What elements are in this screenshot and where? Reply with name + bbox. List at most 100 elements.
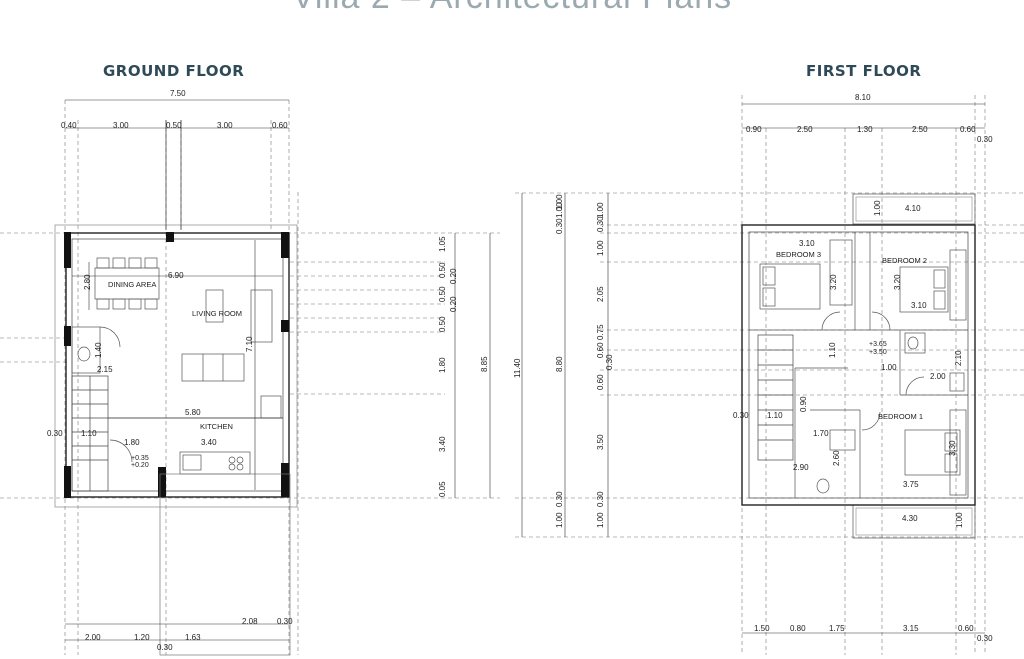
first-dim-left-a-4: 0.30 xyxy=(555,491,564,507)
first-dim-left-a-0: 0.30 xyxy=(555,218,564,234)
first-grid-lines xyxy=(515,95,1024,655)
ground-dim-inner-4: 1.40 xyxy=(94,342,103,358)
ground-dim-right-4: 0.20 xyxy=(449,296,458,312)
first-dim-left-total: 11.40 xyxy=(513,358,522,378)
first-dim-inner-19: 1.00 xyxy=(955,512,964,528)
first-level-1: +3.65 xyxy=(869,341,887,348)
first-dim-bottom-0: 1.50 xyxy=(754,624,770,633)
first-dim-inner-1: 1.00 xyxy=(873,200,882,216)
first-dim-top-total: 8.10 xyxy=(855,93,871,102)
first-dim-top-1: 2.50 xyxy=(797,125,813,134)
ground-dim-right-2: 0.20 xyxy=(449,268,458,284)
ground-dim-top-3: 3.00 xyxy=(217,121,233,130)
ground-dim-right-0: 1.05 xyxy=(438,236,447,252)
first-level-2: +3.50 xyxy=(869,349,887,356)
ground-level-2: +0.20 xyxy=(131,462,149,469)
ground-dim-right-8: 0.05 xyxy=(438,481,447,497)
first-room-bedroom-2: BEDROOM 2 xyxy=(882,256,927,265)
first-dim-inner-16: 3.75 xyxy=(903,480,919,489)
first-room-bedroom-1: BEDROOM 1 xyxy=(878,412,923,421)
ground-dim-right-6: 1.80 xyxy=(438,357,447,373)
first-dim-left-b-7: 0.60 xyxy=(596,374,605,390)
ground-dim-bottom-3: 1.63 xyxy=(185,633,201,642)
ground-level-1: +0.35 xyxy=(131,455,149,462)
ground-grid-lines xyxy=(0,100,500,655)
first-dim-left-a-3: 8.80 xyxy=(555,356,564,372)
ground-dim-top-1: 3.00 xyxy=(113,121,129,130)
ground-dim-inner-3: 5.80 xyxy=(185,408,201,417)
bed-bedroom-2 xyxy=(899,266,949,313)
sofa xyxy=(250,289,273,343)
first-dim-bottom-1: 0.80 xyxy=(790,624,806,633)
first-dim-top-2: 1.30 xyxy=(857,125,873,134)
first-dim-inner-10: 0.30 xyxy=(733,411,749,420)
ground-dim-bottom-0: 2.00 xyxy=(85,633,101,642)
ground-room-kitchen: KITCHEN xyxy=(200,422,233,431)
first-dim-inner-3: 3.20 xyxy=(829,274,838,290)
ground-dim-top-0: 0.40 xyxy=(61,121,77,130)
ground-dim-top-4: 0.60 xyxy=(272,121,288,130)
ground-dim-inner-9: 0.30 xyxy=(47,429,63,438)
first-dim-inner-14: 2.60 xyxy=(832,450,841,466)
ground-dim-bottom-1: 1.20 xyxy=(134,633,150,642)
first-dim-left-b-6: 0.30 xyxy=(605,354,614,370)
first-dim-left-b-2: 1.00 xyxy=(596,240,605,256)
first-dim-top-0: 0.90 xyxy=(746,125,762,134)
first-dim-inner-12: 0.90 xyxy=(799,396,808,412)
first-dim-bottom-3: 3.15 xyxy=(903,624,919,633)
ground-dim-right-total: 8.85 xyxy=(480,356,489,372)
dining-table xyxy=(94,267,160,300)
ground-dim-top-total: 7.50 xyxy=(170,89,186,98)
ground-room-living: LIVING ROOM xyxy=(192,309,242,318)
first-dim-top-right: 0.30 xyxy=(977,135,993,144)
first-room-bedroom-3: BEDROOM 3 xyxy=(776,250,821,259)
ground-dim-bottom-2: 0.30 xyxy=(157,643,173,652)
first-floor-plan xyxy=(515,95,1024,655)
first-dim-inner-5: 3.10 xyxy=(911,301,927,310)
first-dim-left-a-2: 1.00 xyxy=(555,194,564,210)
ground-dim-right-3: 0.50 xyxy=(438,286,447,302)
bed-bedroom-1 xyxy=(904,429,961,476)
first-dim-left-b-4: 0.75 xyxy=(596,324,605,340)
ground-floor-heading: GROUND FLOOR xyxy=(103,62,245,80)
first-dim-left-b-1: 0.30 xyxy=(596,216,605,232)
page-title: Villa 2 – Architectural Plans xyxy=(0,0,1024,17)
first-dim-inner-6: 1.10 xyxy=(828,342,837,358)
first-dim-left-b-8: 3.50 xyxy=(596,434,605,450)
ground-dim-inner-6: 1.80 xyxy=(124,438,140,447)
first-dim-bottom-2: 1.75 xyxy=(829,624,845,633)
first-dim-left-b-9: 0.30 xyxy=(596,491,605,507)
first-dim-left-a-5: 1.00 xyxy=(555,512,564,528)
first-dim-left-b-10: 1.00 xyxy=(596,512,605,528)
ground-dim-inner-7: 3.40 xyxy=(201,438,217,447)
first-dim-top-4: 0.60 xyxy=(960,125,976,134)
first-dim-left-b-0: 1.00 xyxy=(596,202,605,218)
ground-dim-inner-2: 7.10 xyxy=(245,336,254,352)
ground-dim-right-7: 3.40 xyxy=(438,436,447,452)
ground-dim-right-5: 0.50 xyxy=(438,316,447,332)
first-dim-inner-8: 1.00 xyxy=(881,363,897,372)
first-dim-top-3: 2.50 xyxy=(912,125,928,134)
ground-dim-right-1: 0.50 xyxy=(438,262,447,278)
first-dim-left-b-3: 2.05 xyxy=(596,286,605,302)
ground-dim-inner-8: 1.10 xyxy=(81,429,97,438)
ground-dim-inner-0: 6.90 xyxy=(168,271,184,280)
first-dim-left-b-5: 0.60 xyxy=(596,342,605,358)
ground-dim-bottom-4: 2.08 xyxy=(242,617,258,626)
ground-dim-bottom-5: 0.30 xyxy=(277,617,293,626)
first-dim-left-a-1: 1.00 xyxy=(555,202,564,218)
first-dim-inner-0: 4.10 xyxy=(905,204,921,213)
ground-dim-inner-1: 2.80 xyxy=(83,274,92,290)
first-dim-bottom-right: 0.30 xyxy=(977,634,993,643)
first-dim-inner-15: 2.90 xyxy=(793,463,809,472)
ground-room-dining: DINING AREA xyxy=(108,280,156,289)
ground-dim-top-2: 0.50 xyxy=(166,121,182,130)
first-dim-inner-13: 1.70 xyxy=(813,429,829,438)
first-dim-inner-4: 3.20 xyxy=(893,274,902,290)
first-dim-inner-18: 4.30 xyxy=(902,514,918,523)
first-floor-heading: FIRST FLOOR xyxy=(806,62,922,80)
first-dim-inner-2: 3.10 xyxy=(799,239,815,248)
ground-floor-plan xyxy=(0,99,500,656)
ground-dim-inner-5: 2.15 xyxy=(97,365,113,374)
